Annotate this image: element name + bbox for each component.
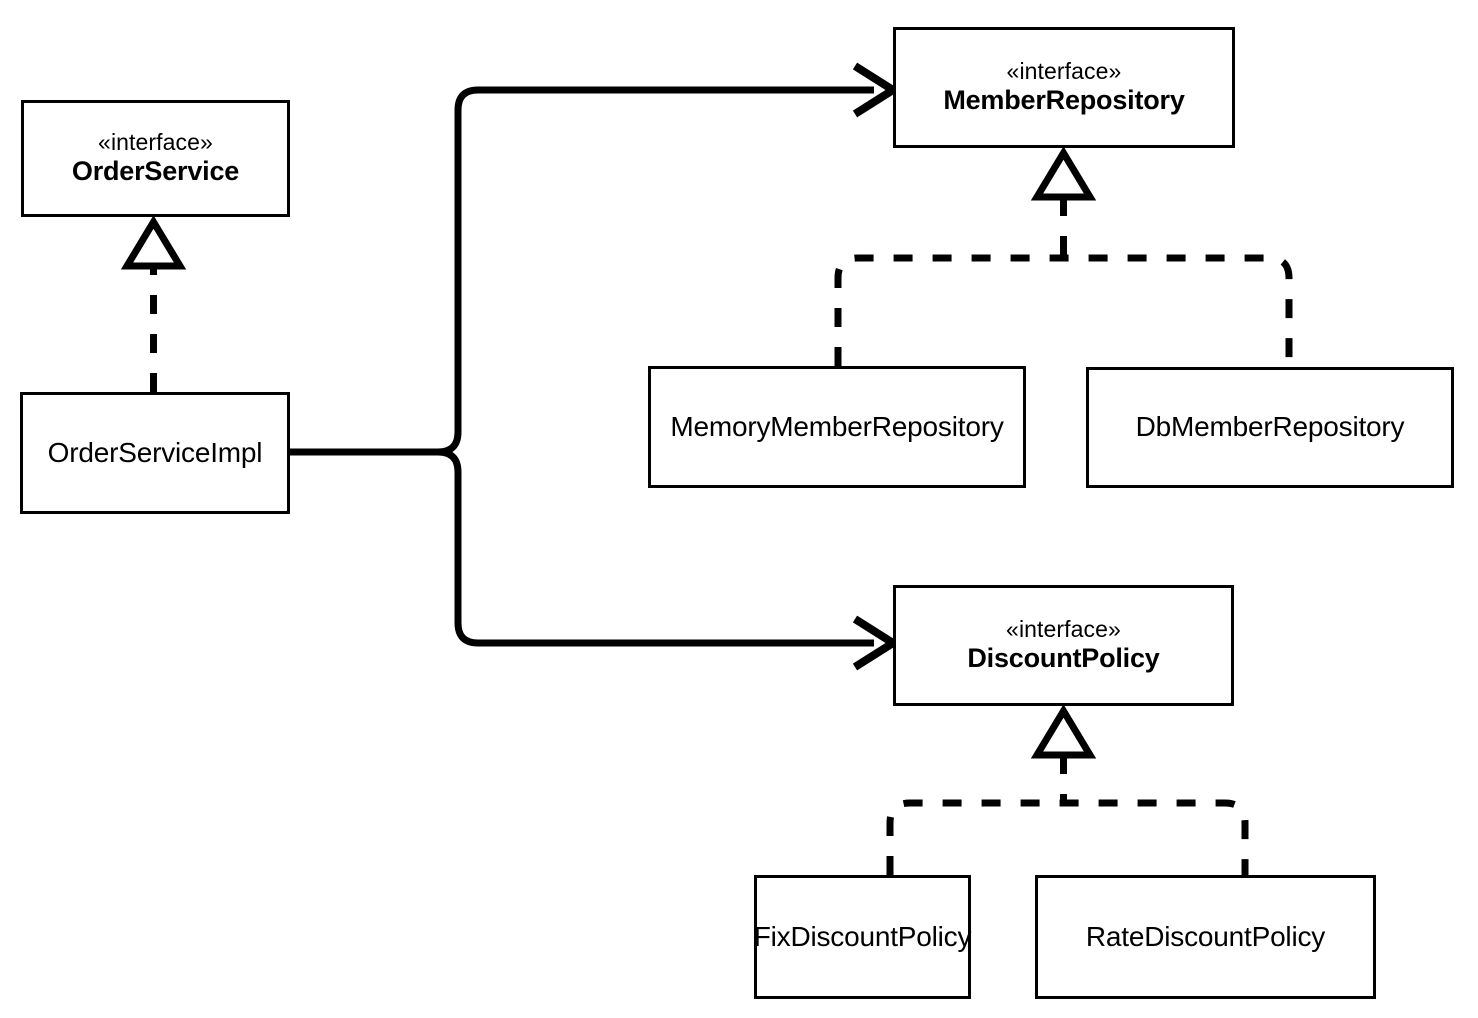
edge-impl-realizes-order-service xyxy=(120,215,187,392)
realization-dashed-bus xyxy=(886,799,1249,875)
hollow-triangle-arrowhead xyxy=(120,215,187,270)
hollow-triangle-arrowhead xyxy=(1030,146,1097,201)
class-box-memory-member-repository[interactable]: MemoryMemberRepository xyxy=(648,366,1026,488)
class-box-order-service[interactable]: «interface» OrderService xyxy=(21,100,290,217)
class-box-discount-policy[interactable]: «interface» DiscountPolicy xyxy=(893,585,1234,706)
stereotype-label: «interface» xyxy=(1006,57,1122,84)
stereotype-label: «interface» xyxy=(98,128,213,155)
open-arrowhead xyxy=(852,62,901,118)
interface-name-label: MemberRepository xyxy=(943,85,1185,116)
stereotype-label: «interface» xyxy=(1006,615,1121,642)
class-name-label: FixDiscountPolicy xyxy=(753,920,972,952)
interface-name-label: DiscountPolicy xyxy=(967,643,1160,674)
realization-dashed-bus xyxy=(834,254,1293,367)
hollow-triangle-arrowhead xyxy=(1030,704,1097,759)
class-name-label: OrderServiceImpl xyxy=(47,436,263,468)
class-box-member-repository[interactable]: «interface» MemberRepository xyxy=(893,27,1235,148)
class-name-label: RateDiscountPolicy xyxy=(1085,920,1326,952)
class-box-rate-discount-policy[interactable]: RateDiscountPolicy xyxy=(1035,875,1376,999)
class-box-order-service-impl[interactable]: OrderServiceImpl xyxy=(20,392,290,514)
edge-discount-policy-realization-bus xyxy=(886,704,1249,875)
class-name-label: DbMemberRepository xyxy=(1135,411,1405,443)
class-box-fix-discount-policy[interactable]: FixDiscountPolicy xyxy=(754,875,971,999)
interface-name-label: OrderService xyxy=(71,156,240,187)
edge-member-repository-realization-bus xyxy=(834,146,1293,367)
class-name-label: MemoryMemberRepository xyxy=(670,410,1004,442)
class-box-db-member-repository[interactable]: DbMemberRepository xyxy=(1086,367,1454,488)
open-arrowhead xyxy=(852,615,901,671)
